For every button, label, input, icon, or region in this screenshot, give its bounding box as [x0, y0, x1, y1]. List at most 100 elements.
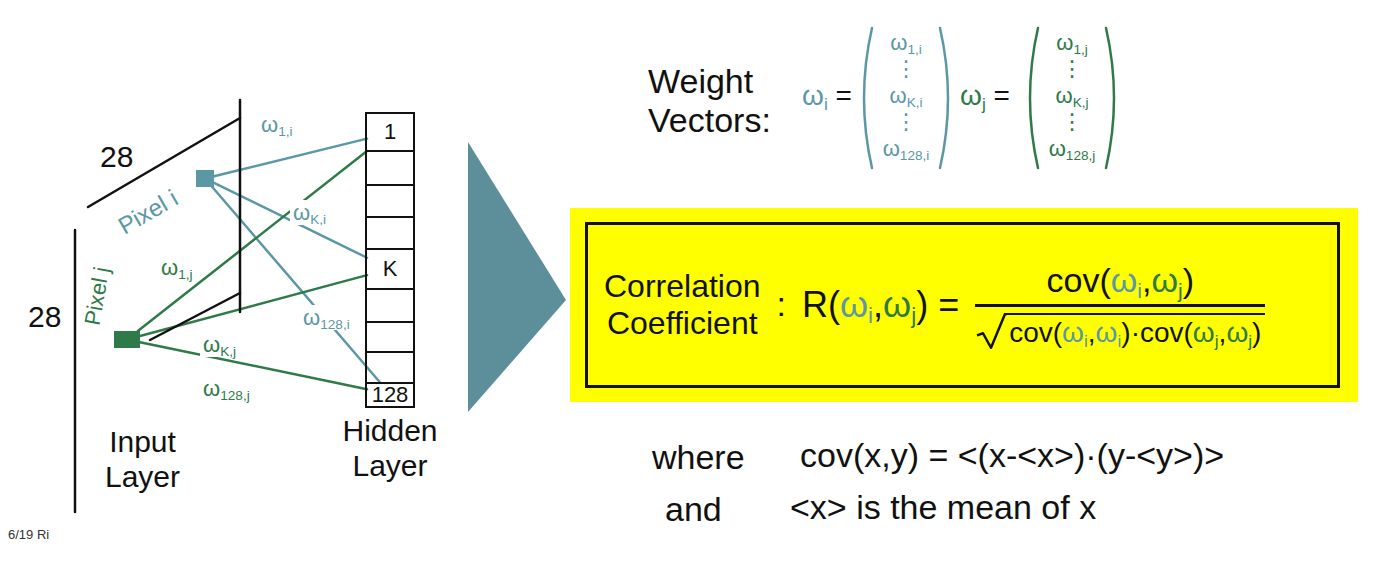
text-run: ) = — [916, 284, 959, 325]
pixel-square: Pixel j — [114, 331, 140, 348]
formula-box: Correlation Coefficient:R(ωi,ωj) =cov(ωi… — [585, 222, 1340, 388]
vector-entry: ω1,j — [1056, 30, 1088, 56]
weight-symbol: ωj — [1151, 261, 1182, 299]
hidden-unit-cell: 1 — [367, 114, 413, 152]
text-run: Hidden Layer — [342, 414, 437, 482]
bracket — [1030, 28, 1038, 168]
text-run: , — [1088, 317, 1096, 348]
text-run: Correlation Coefficient — [604, 268, 761, 341]
vector-entry: ω128,i — [883, 136, 930, 162]
weight-label: ω1,i — [258, 112, 296, 137]
weight-symbol: ω1,j — [161, 255, 193, 280]
hidden-layer-column: Hidden Layer1K128 — [365, 112, 415, 408]
weight-connection — [140, 342, 367, 389]
text-run: 128 — [372, 382, 409, 407]
weight-symbol: ω1,j — [1056, 30, 1088, 55]
vector-entry: ωK,j — [1055, 83, 1088, 109]
highlight-band — [570, 208, 1358, 402]
symbol-letter: ω — [960, 80, 982, 111]
bracket — [940, 28, 948, 168]
symbol-subscript: 1,j — [178, 267, 192, 282]
text-run: ) — [1183, 261, 1194, 299]
weight-symbol: ωi — [1096, 317, 1122, 348]
symbol-subscript: i — [824, 94, 828, 114]
radical-sign — [975, 313, 1007, 349]
symbol-subscript: K,i — [907, 95, 923, 110]
weight-symbol: ωj — [883, 284, 916, 325]
weight-symbol: ω1,i — [890, 30, 922, 55]
vector-entry: ⋮ — [895, 109, 917, 135]
big-arrow — [468, 142, 566, 412]
symbol-subscript: 128,j — [1066, 147, 1096, 162]
text-run: , — [873, 284, 883, 325]
weight-vector: ω1,j⋮ωK,j⋮ω128,j — [1040, 30, 1104, 162]
symbol-subscript: 1,i — [907, 42, 921, 57]
symbol-letter: ω — [1193, 317, 1215, 348]
weight-symbol: ωK,i — [889, 83, 922, 108]
vector-entry: ⋮ — [1061, 56, 1083, 82]
text-run: where — [652, 438, 745, 476]
square-root: cov(ωi,ωi)·cov(ωj,ωj) — [975, 313, 1265, 349]
symbol-letter: ω — [203, 332, 220, 357]
symbol-letter: ω — [203, 376, 220, 401]
text-run: 6/19 Ri — [8, 527, 49, 542]
bracket — [1106, 28, 1114, 168]
weight-symbol: ω128,j — [203, 376, 250, 401]
weight-symbol: ω1,i — [261, 112, 293, 137]
layer-label: Input Layer — [105, 425, 180, 494]
formula-numerator: cov(ωi,ωj) — [975, 261, 1265, 307]
symbol-letter: ω — [1049, 136, 1066, 161]
symbol-subscript: i — [868, 304, 873, 329]
text-run: Pixel i — [113, 184, 182, 239]
text-run: Input Layer — [105, 425, 180, 493]
pixel-label: Pixel i — [113, 184, 182, 240]
vector-name: ωj = — [960, 80, 1010, 112]
text-run: 28 — [100, 140, 133, 173]
cell-divider — [367, 351, 413, 353]
hidden-unit-cell: K — [367, 248, 413, 290]
symbol-letter: ω — [889, 83, 906, 108]
symbol-letter: ω — [1111, 261, 1138, 299]
symbol-letter: ω — [1226, 317, 1248, 348]
symbol-letter: ω — [1062, 317, 1084, 348]
symbol-letter: ω — [1151, 261, 1178, 299]
dimension-label: 28 — [100, 140, 133, 175]
weight-symbol: ωK,j — [203, 332, 236, 357]
dimension-label: 28 — [28, 300, 61, 335]
symbol-subscript: j — [911, 304, 916, 329]
text-run: cov( — [1047, 261, 1111, 299]
vector-entry: ω128,j — [1049, 136, 1096, 162]
vector-entry: ⋮ — [895, 56, 917, 82]
symbol-subscript: i — [1084, 331, 1088, 351]
vector-entry: ωK,i — [889, 83, 922, 109]
weight-symbol: ω128,j — [1049, 136, 1096, 161]
text-run: ) — [1252, 317, 1261, 348]
vector-name: ωi = — [802, 80, 852, 112]
weight-vector: ω1,i⋮ωK,i⋮ω128,i — [874, 30, 938, 162]
weight-symbol: ωj — [1226, 317, 1252, 348]
weight-symbol: ωj — [960, 80, 986, 111]
unit-number: 1 — [384, 121, 396, 143]
text-run: : — [777, 285, 786, 323]
pixel-label: Pixel j — [79, 265, 114, 327]
plane-edge — [74, 230, 77, 512]
plane-edge — [239, 100, 242, 312]
text-run: , — [1142, 261, 1151, 299]
text-run: ⋮ — [895, 109, 917, 134]
formula-text: cov(x,y) = <(x-<x>)·(y-<y>)> — [800, 436, 1224, 475]
formula-heading: Correlation Coefficient — [604, 268, 761, 342]
unit-number: 128 — [372, 384, 409, 406]
symbol-subscript: K,j — [1073, 95, 1089, 110]
weight-symbol: ωK,i — [293, 200, 326, 225]
cell-divider — [367, 321, 413, 323]
formula-colon: : — [777, 285, 786, 324]
vector-entry: ω1,i — [890, 30, 922, 56]
heading-label: Weight Vectors: — [648, 62, 771, 140]
symbol-subscript: j — [1248, 331, 1252, 351]
text-run: <x> is the mean of x — [790, 488, 1096, 526]
symbol-letter: ω — [1055, 83, 1072, 108]
text-run: Pixel j — [79, 265, 114, 327]
symbol-letter: ω — [261, 112, 278, 137]
symbol-subscript: j — [1215, 331, 1219, 351]
